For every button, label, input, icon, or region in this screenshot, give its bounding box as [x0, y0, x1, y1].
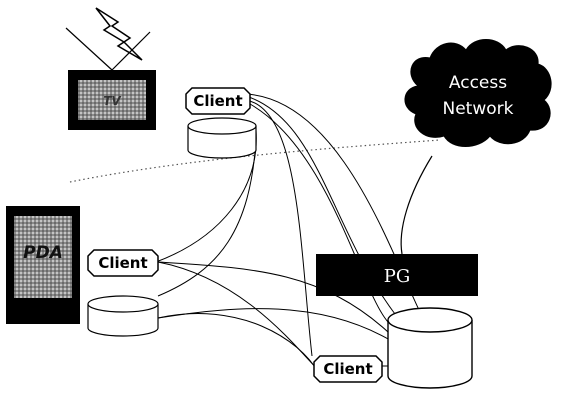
antenna-icon: [65, 27, 151, 71]
access-network-label-line2: Network: [443, 99, 514, 119]
client-label-bottom: Client: [323, 360, 372, 378]
cloud-icon: Access Network: [404, 39, 552, 147]
tv-icon: TV: [68, 70, 156, 130]
pg-box: PG: [316, 254, 478, 296]
access-network-label-line1: Access: [449, 73, 507, 93]
database-cylinder-icon: [387, 307, 473, 389]
tv-label: TV: [103, 94, 122, 108]
client-box-pda: Client: [87, 249, 159, 277]
client-box-tv: Client: [185, 87, 251, 115]
client-box-bottom: Client: [313, 355, 383, 383]
pda-label: PDA: [23, 243, 63, 263]
pg-label: PG: [384, 266, 411, 287]
database-cylinder-icon: [87, 295, 159, 337]
pg-to-network-link: [400, 155, 433, 255]
client-label-tv: Client: [193, 92, 242, 110]
lightning-bolt-icon: [95, 7, 143, 61]
client-label-pda: Client: [98, 254, 147, 272]
pda-icon: PDA: [6, 206, 80, 324]
database-cylinder-icon: [187, 117, 257, 159]
wireless-link-dotted: [69, 139, 441, 183]
